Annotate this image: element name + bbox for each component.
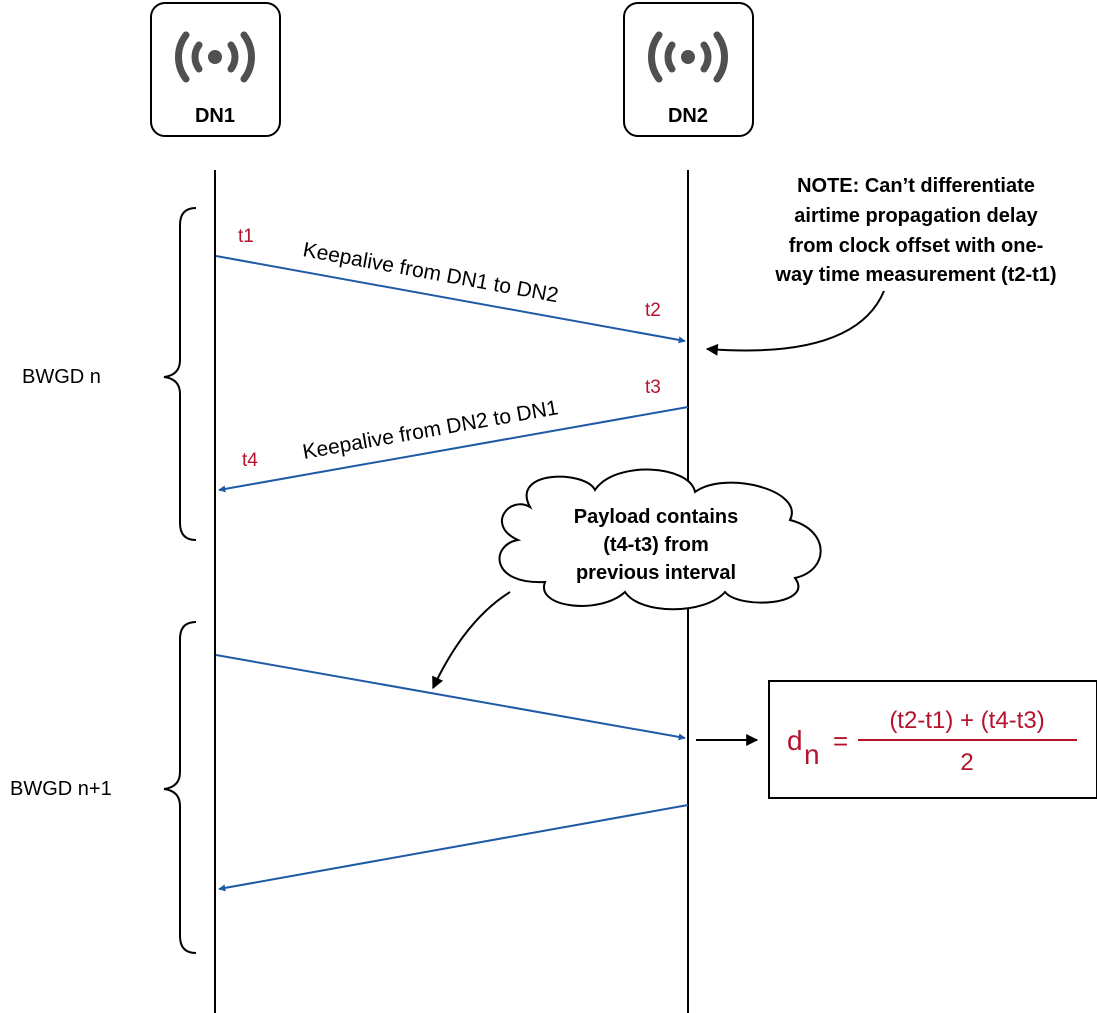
message-label-dn2-to-dn1: Keepalive from DN2 to DN1	[301, 396, 560, 464]
timestamp-t3: t3	[645, 377, 661, 398]
message-arrow-dn2-to-dn1	[218, 406, 689, 493]
formula-lhs: d	[787, 725, 803, 756]
dn1-label: DN1	[195, 105, 235, 127]
formula-box: d n = (t2-t1) + (t4-t3) 2	[768, 680, 1097, 799]
note: NOTE: Can’t differentiate airtime propag…	[774, 175, 1056, 286]
formula-subscript: n	[804, 739, 820, 770]
message-arrow-dn1-to-dn2-next	[215, 654, 686, 741]
cloud-line-3: previous interval	[576, 562, 736, 584]
wireless-signal-icon	[648, 31, 728, 83]
message-arrow-dn2-to-dn1-next	[218, 804, 689, 892]
note-line-1: NOTE: Can’t differentiate	[797, 175, 1035, 197]
timestamp-t4: t4	[242, 450, 258, 471]
dn2-node: DN2	[623, 2, 754, 137]
cloud-callout: Payload contains (t4-t3) from previous i…	[498, 468, 822, 611]
timestamp-t2: t2	[645, 300, 661, 321]
note-line-3: from clock offset with one-	[789, 235, 1043, 257]
dn1-node: DN1	[150, 2, 281, 137]
timestamp-t1: t1	[238, 226, 254, 247]
wireless-signal-icon	[175, 31, 255, 83]
cloud-line-1: Payload contains	[574, 506, 739, 528]
brace-bwgd-n1	[163, 621, 197, 954]
note-line-2: airtime propagation delay	[794, 205, 1038, 227]
message-label-dn1-to-dn2: Keepalive from DN1 to DN2	[301, 238, 560, 307]
note-line-4: way time measurement (t2-t1)	[774, 264, 1056, 286]
period-label-bwgd-n1: BWGD n+1	[10, 778, 112, 800]
dn2-label: DN2	[668, 105, 708, 127]
brace-bwgd-n	[163, 207, 197, 541]
formula-denominator: 2	[960, 749, 973, 776]
cloud-line-2: (t4-t3) from	[603, 534, 709, 556]
cloud-arrow	[432, 591, 511, 690]
formula-equals: =	[833, 726, 848, 756]
note-arrow	[705, 290, 885, 356]
formula-numerator: (t2-t1) + (t4-t3)	[889, 707, 1044, 734]
message-arrow-dn1-to-dn2	[215, 255, 686, 344]
period-label-bwgd-n: BWGD n	[22, 366, 101, 388]
